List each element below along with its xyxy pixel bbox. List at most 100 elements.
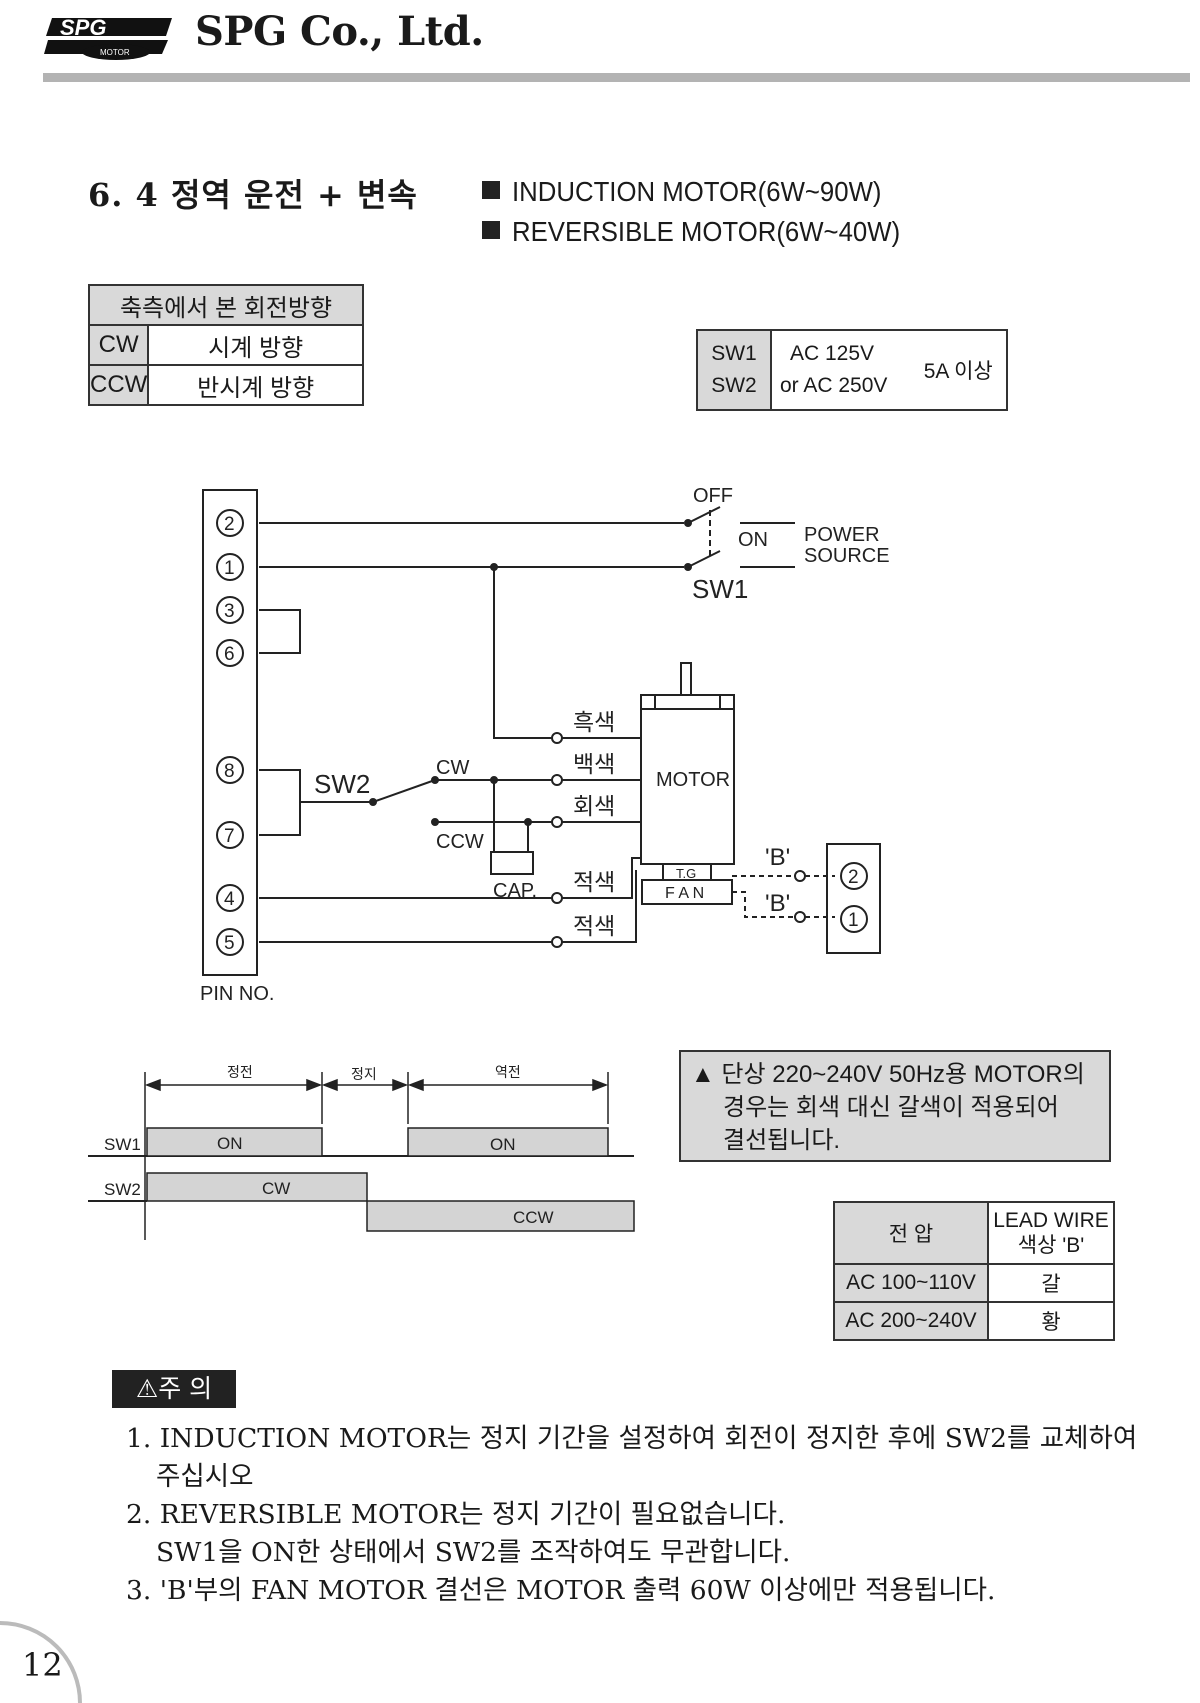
motor-lead bbox=[562, 857, 641, 899]
wire-color-label: 흑색 bbox=[573, 709, 615, 735]
switch-name: SW2 bbox=[711, 374, 757, 397]
pin-number: 1 bbox=[224, 558, 235, 579]
pin-number: 4 bbox=[224, 889, 235, 910]
connector-block bbox=[202, 489, 258, 976]
arrow-head-icon bbox=[144, 1078, 161, 1092]
caution-item: 1. INDUCTION MOTOR는 정지 기간을 설정하여 회전이 정지한 … bbox=[126, 1423, 1138, 1454]
wire-terminal bbox=[551, 892, 563, 904]
pin-number: 8 bbox=[224, 761, 235, 782]
caution-item: SW1을 ON한 상태에서 SW2를 조작하여도 무관합니다. bbox=[156, 1537, 791, 1568]
power-source-label: POWER bbox=[804, 524, 880, 546]
rotation-code: CCW bbox=[87, 364, 150, 406]
motor-label: MOTOR bbox=[656, 769, 730, 791]
phase-label: 역전 bbox=[495, 1064, 521, 1080]
rotation-direction-table: 축측에서 본 회전방향 CW 시계 방향 CCW 반시계 방향 bbox=[87, 284, 364, 406]
company-name: SPG Co., Ltd. bbox=[195, 8, 484, 55]
caution-badge: ⚠주 의 bbox=[112, 1370, 236, 1408]
phase-label: 정전 bbox=[227, 1064, 253, 1080]
rotation-table-header: 축측에서 본 회전방향 bbox=[88, 284, 364, 326]
rotation-desc: 시계 방향 bbox=[147, 324, 364, 366]
rotation-code: CW bbox=[87, 324, 150, 366]
wire-terminal bbox=[551, 732, 563, 744]
tg-label: T.G bbox=[676, 866, 696, 881]
capacitor bbox=[490, 851, 534, 875]
wire-color-label: 적색 bbox=[573, 913, 615, 939]
arrow-head-icon bbox=[306, 1078, 323, 1092]
arrow-head-icon bbox=[407, 1078, 424, 1092]
sw1-on-label: ON bbox=[490, 1135, 516, 1154]
sw2-blade bbox=[372, 779, 436, 803]
wire-color-label: 적색 bbox=[573, 869, 615, 895]
caution-item: 3. 'B'부의 FAN MOTOR 결선은 MOTOR 출력 60W 이상에만… bbox=[126, 1575, 996, 1606]
sw2-cw-label: CW bbox=[436, 757, 469, 779]
arrow-head-icon bbox=[392, 1078, 409, 1092]
sw1-on-label: ON bbox=[738, 529, 768, 551]
caution-list: 1. INDUCTION MOTOR는 정지 기간을 설정하여 회전이 정지한 … bbox=[126, 1420, 1138, 1610]
sw1-on-bar bbox=[407, 1127, 609, 1157]
section-title: 6. 4 정역 운전 + 변속 bbox=[88, 176, 418, 214]
lead-wire-header-line: LEAD WIRE bbox=[993, 1209, 1109, 1232]
wire-black bbox=[493, 567, 552, 739]
fan-wire bbox=[732, 891, 795, 918]
bullet-square-icon bbox=[482, 221, 500, 239]
switch-voltage-cell: AC 125V or AC 250V bbox=[770, 329, 911, 411]
switch-name: SW1 bbox=[711, 342, 757, 365]
fan-terminal-block bbox=[826, 843, 881, 954]
wire-color-label: 백색 bbox=[573, 751, 615, 777]
note-line: ▲ 단상 220~240V 50Hz용 MOTOR의 bbox=[691, 1061, 1085, 1088]
timing-sw1-label: SW1 bbox=[104, 1135, 141, 1154]
sw2-cw-label: CW bbox=[262, 1179, 290, 1198]
sw1-blade bbox=[687, 550, 721, 568]
lead-wire-color: 갈 bbox=[987, 1263, 1115, 1303]
sw2-ccw-label: CCW bbox=[436, 831, 484, 853]
fan-wire-label: 'B' bbox=[765, 844, 790, 871]
sw2-label: SW2 bbox=[314, 769, 370, 799]
wire-terminal bbox=[551, 936, 563, 948]
sw2-ccw-bar bbox=[366, 1200, 635, 1232]
lead-wire-color: 황 bbox=[987, 1301, 1115, 1341]
arrow-head-icon bbox=[592, 1078, 609, 1092]
fan-wire-label: 'B' bbox=[765, 890, 790, 917]
wire-terminal bbox=[551, 816, 563, 828]
power-source-label: SOURCE bbox=[804, 545, 890, 567]
bullet-square-icon bbox=[482, 181, 500, 199]
lead-wire-header-line: 색상 'B' bbox=[1017, 1234, 1085, 1257]
sw2-cw-bar bbox=[146, 1172, 368, 1202]
wire-terminal bbox=[551, 774, 563, 786]
pin-caption: PIN NO. bbox=[200, 983, 274, 1005]
note-line: 경우는 회색 대신 갈색이 적용되어 bbox=[723, 1094, 1059, 1121]
fan-terminal bbox=[794, 911, 806, 923]
fan-terminal-number bbox=[840, 862, 868, 890]
sw1-blade bbox=[687, 506, 721, 524]
pin-number: 6 bbox=[224, 644, 235, 665]
pin-circle bbox=[216, 553, 244, 581]
fan-terminal-label: 2 bbox=[848, 867, 859, 888]
phase-label: 정지 bbox=[351, 1066, 377, 1082]
lead-wire-col-header: 전 압 bbox=[833, 1201, 989, 1265]
pin-circle bbox=[216, 928, 244, 956]
pin-number: 3 bbox=[224, 601, 235, 622]
lead-wire-col-header: LEAD WIRE 색상 'B' bbox=[987, 1201, 1115, 1265]
pin-circle bbox=[216, 821, 244, 849]
sw2-ccw-label: CCW bbox=[513, 1208, 554, 1227]
motor-lead bbox=[562, 870, 637, 943]
sw2-common-wire bbox=[259, 769, 301, 836]
caution-item: 주십시오 bbox=[156, 1461, 254, 1492]
pin-circle bbox=[216, 756, 244, 784]
fan-label: F A N bbox=[665, 885, 704, 902]
switch-names-cell: SW1 SW2 bbox=[696, 329, 772, 411]
sw1-off-label: OFF bbox=[693, 485, 733, 507]
sw1-on-label: ON bbox=[217, 1134, 243, 1153]
switch-voltage: AC 125V bbox=[790, 342, 875, 365]
cap-label: CAP. bbox=[493, 880, 537, 902]
timing-chart: 정전 정지 역전 SW1 ON ON SW2 CW CCW bbox=[88, 1064, 635, 1240]
timing-sw2-label: SW2 bbox=[104, 1180, 141, 1199]
pin-jumper bbox=[259, 609, 301, 654]
pin-circle bbox=[216, 884, 244, 912]
lead-wire-voltage: AC 100~110V bbox=[833, 1263, 989, 1303]
motor-shaft bbox=[680, 662, 692, 696]
fan-terminal-label: 1 bbox=[848, 910, 859, 931]
header-divider bbox=[43, 73, 1190, 82]
pin-circle bbox=[216, 639, 244, 667]
